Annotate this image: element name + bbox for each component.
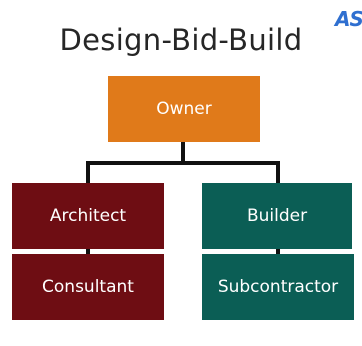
architect-node: Architect [12,183,164,249]
consultant-node: Consultant [12,254,164,320]
diagram-title: Design-Bid-Build [59,23,303,57]
subcontractor-node: Subcontractor [202,254,354,320]
consultant-label: Consultant [42,277,134,297]
company-logo: AS [335,7,362,31]
builder-label: Builder [246,206,308,226]
builder-node: Builder [202,183,352,249]
owner-label: Owner [156,99,212,119]
owner-node: Owner [108,76,260,142]
architect-label: Architect [49,206,127,226]
subcontractor-label: Subcontractor [217,277,339,297]
